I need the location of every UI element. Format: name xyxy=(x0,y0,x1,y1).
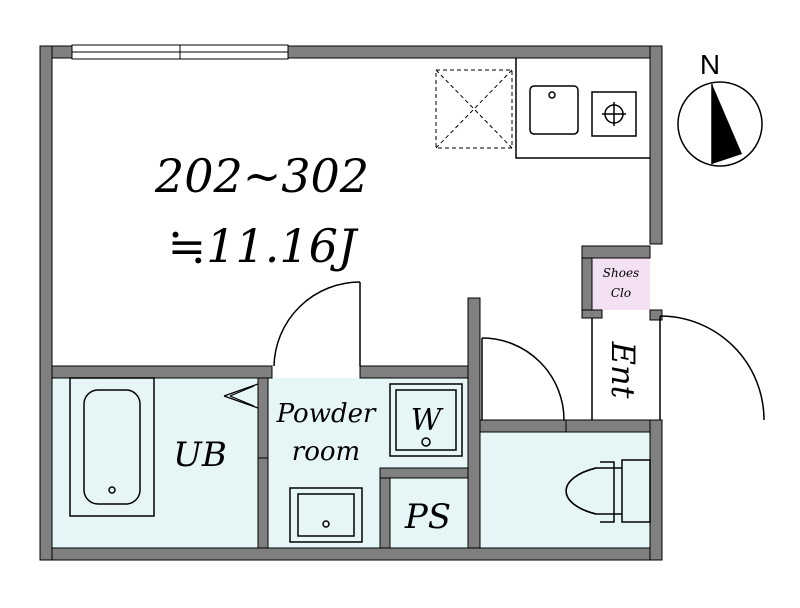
unit-bath-label: UB xyxy=(173,435,227,475)
north-compass: N xyxy=(677,49,763,167)
main-room-door xyxy=(273,281,361,367)
shoes-closet-label-line2: Clo xyxy=(611,286,631,300)
unit-number-label: 202~302 xyxy=(154,149,369,203)
toilet-door xyxy=(481,337,565,421)
stove-icon xyxy=(591,91,637,137)
washer-label: W xyxy=(411,403,444,438)
entrance-label: Ent xyxy=(604,341,642,399)
bathtub-icon xyxy=(69,377,155,517)
powder-room-label-line2: room xyxy=(292,437,360,467)
north-arrow-icon xyxy=(712,84,742,164)
wash-basin-icon xyxy=(289,487,363,543)
refrigerator-space-icon xyxy=(435,69,513,149)
powder-room-area xyxy=(268,378,468,548)
powder-room-label-line1: Powder xyxy=(276,399,377,429)
entrance-door xyxy=(591,315,765,421)
toilet-icon xyxy=(565,459,651,523)
shoes-closet-area xyxy=(592,258,650,310)
room-area-label: ≒11.16J xyxy=(168,219,359,273)
bath-folding-door xyxy=(223,383,259,409)
top-window xyxy=(71,44,289,60)
north-label: N xyxy=(700,49,720,80)
sink-icon xyxy=(529,85,579,135)
kitchen-counter xyxy=(515,58,650,159)
unit-bath-area xyxy=(52,378,258,548)
shoes-closet-label-line1: Shoes xyxy=(603,266,639,280)
pipe-space-label: PS xyxy=(404,497,451,537)
washing-machine-icon xyxy=(389,383,463,457)
interior-walls xyxy=(51,245,651,549)
